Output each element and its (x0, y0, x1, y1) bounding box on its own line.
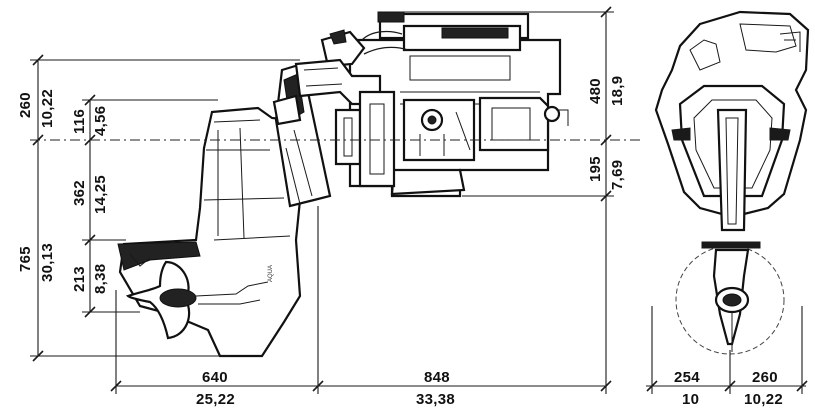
dim-260-in: 10,22 (39, 88, 56, 128)
dim-848-in: 33,38 (416, 391, 456, 408)
dim-260-mm: 260 (17, 92, 34, 118)
dim-195-mm: 195 (587, 156, 604, 182)
drive-leg: AQUA (117, 106, 302, 358)
dim-640-in: 25,22 (196, 391, 236, 408)
engine-block (348, 11, 569, 198)
dim-254-mm: 254 (674, 369, 700, 386)
dim-116-mm: 116 (71, 108, 88, 134)
dim-116-in: 4,56 (92, 105, 109, 136)
svg-text:AQUA: AQUA (268, 265, 274, 282)
propeller (125, 260, 269, 340)
side-view: AQUA (117, 11, 569, 358)
dim-254-in: 10 (682, 391, 700, 408)
dim-848-mm: 848 (424, 369, 450, 386)
dim-213-mm: 213 (71, 266, 88, 292)
exhaust-manifold (294, 29, 409, 188)
dim-195-in: 7,69 (609, 159, 626, 190)
dim-260b-mm: 260 (752, 369, 778, 386)
dim-362-mm: 362 (71, 180, 88, 206)
dim-260b-in: 10,22 (744, 391, 784, 408)
dim-213-in: 8,38 (92, 263, 109, 294)
rear-view (654, 10, 810, 355)
dim-765-in: 30,13 (39, 242, 56, 282)
dimension-lines (30, 11, 806, 394)
dim-480-mm: 480 (587, 78, 604, 104)
dim-362-in: 14,25 (92, 174, 109, 214)
dim-480-in: 18,9 (609, 75, 626, 106)
dim-765-mm: 765 (17, 246, 34, 272)
dim-640-mm: 640 (202, 369, 228, 386)
dimension-ticks (32, 6, 808, 392)
